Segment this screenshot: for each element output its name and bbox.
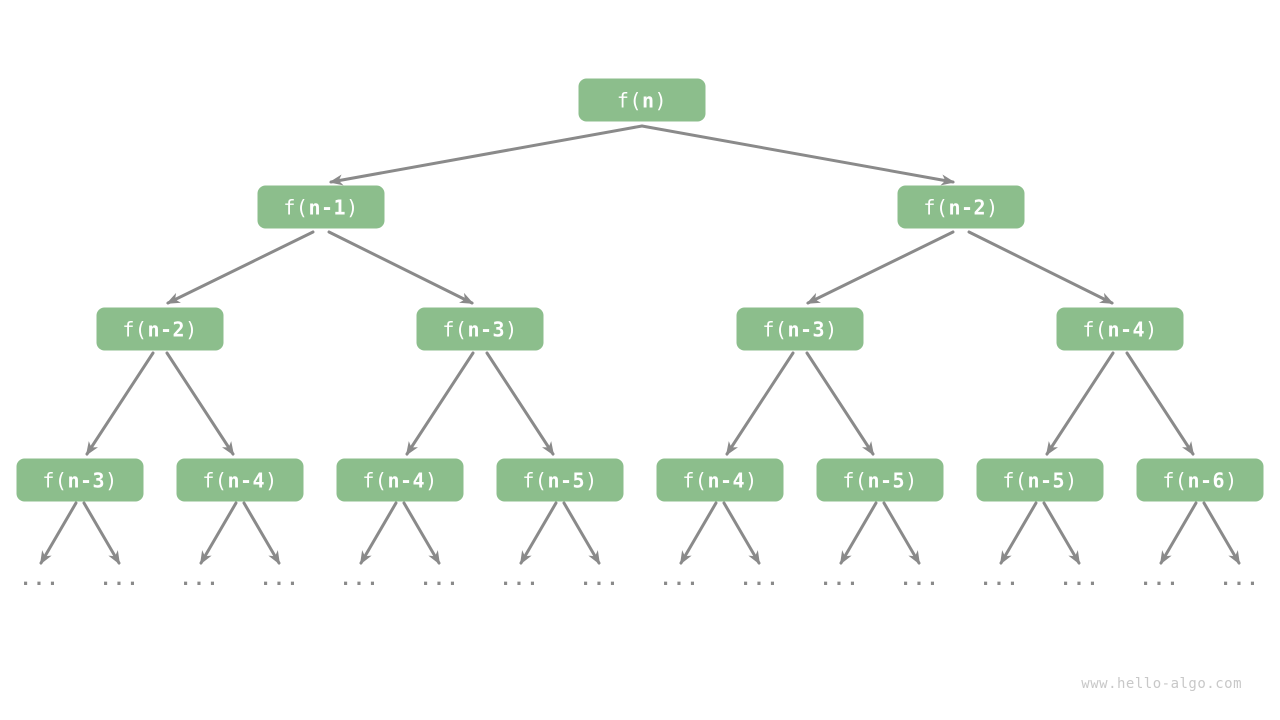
ellipsis-leaf: ... bbox=[259, 568, 301, 590]
label-pre: f( bbox=[923, 195, 949, 219]
tree-node-3-5: f(n-5) bbox=[816, 458, 944, 502]
label-pre: f( bbox=[762, 317, 788, 341]
label-post: ) bbox=[1225, 468, 1238, 492]
label-arg: n-2 bbox=[147, 317, 186, 341]
label-pre: f( bbox=[1082, 317, 1108, 341]
tree-node-3-1: f(n-4) bbox=[176, 458, 304, 502]
tree-node-2-3: f(n-4) bbox=[1056, 307, 1184, 351]
tree-node-0-0: f(n) bbox=[578, 78, 706, 122]
node-label: f(n-2) bbox=[923, 195, 998, 219]
label-post: ) bbox=[185, 317, 198, 341]
ellipsis-leaf: ... bbox=[99, 568, 141, 590]
tree-node-1-1: f(n-2) bbox=[897, 185, 1025, 229]
ellipsis-leaf: ... bbox=[1219, 568, 1261, 590]
tree-node-3-4: f(n-4) bbox=[656, 458, 784, 502]
label-post: ) bbox=[1065, 468, 1078, 492]
tree-node-3-7: f(n-6) bbox=[1136, 458, 1264, 502]
ellipsis-leaf: ... bbox=[499, 568, 541, 590]
label-pre: f( bbox=[1162, 468, 1188, 492]
label-post: ) bbox=[825, 317, 838, 341]
label-post: ) bbox=[105, 468, 118, 492]
label-arg: n-6 bbox=[1187, 468, 1226, 492]
label-arg: n-4 bbox=[227, 468, 266, 492]
ellipsis-leaf: ... bbox=[659, 568, 701, 590]
label-post: ) bbox=[505, 317, 518, 341]
label-post: ) bbox=[265, 468, 278, 492]
tree-node-3-3: f(n-5) bbox=[496, 458, 624, 502]
tree-node-3-0: f(n-3) bbox=[16, 458, 144, 502]
tree-node-1-0: f(n-1) bbox=[257, 185, 385, 229]
label-post: ) bbox=[986, 195, 999, 219]
ellipsis-leaf: ... bbox=[19, 568, 61, 590]
label-pre: f( bbox=[1002, 468, 1028, 492]
tree-node-2-0: f(n-2) bbox=[96, 307, 224, 351]
label-pre: f( bbox=[442, 317, 468, 341]
ellipsis-leaf: ... bbox=[899, 568, 941, 590]
node-label: f(n-3) bbox=[762, 317, 837, 341]
label-post: ) bbox=[745, 468, 758, 492]
ellipsis-leaf: ... bbox=[1139, 568, 1181, 590]
label-pre: f( bbox=[682, 468, 708, 492]
node-label: f(n-3) bbox=[42, 468, 117, 492]
ellipsis-leaf: ... bbox=[979, 568, 1021, 590]
node-label: f(n-2) bbox=[122, 317, 197, 341]
label-pre: f( bbox=[616, 88, 642, 112]
tree-node-2-2: f(n-3) bbox=[736, 307, 864, 351]
ellipsis-leaf: ... bbox=[1059, 568, 1101, 590]
ellipsis-leaf: ... bbox=[579, 568, 621, 590]
label-arg: n-4 bbox=[707, 468, 746, 492]
node-label: f(n-4) bbox=[202, 468, 277, 492]
node-label: f(n-4) bbox=[1082, 317, 1157, 341]
label-arg: n-2 bbox=[948, 195, 987, 219]
label-post: ) bbox=[654, 88, 668, 112]
node-label: f(n-3) bbox=[442, 317, 517, 341]
label-pre: f( bbox=[283, 195, 309, 219]
node-label: f(n-5) bbox=[842, 468, 917, 492]
label-arg: n-5 bbox=[867, 468, 906, 492]
ellipsis-leaf: ... bbox=[739, 568, 781, 590]
ellipsis-leaf: ... bbox=[819, 568, 861, 590]
node-label: f(n-5) bbox=[1002, 468, 1077, 492]
label-post: ) bbox=[425, 468, 438, 492]
node-label: f(n-4) bbox=[682, 468, 757, 492]
label-post: ) bbox=[346, 195, 359, 219]
node-label: f(n) bbox=[617, 88, 667, 112]
label-post: ) bbox=[585, 468, 598, 492]
watermark: www.hello-algo.com bbox=[1081, 676, 1242, 692]
label-post: ) bbox=[1145, 317, 1158, 341]
label-arg: n-4 bbox=[387, 468, 426, 492]
node-label: f(n-6) bbox=[1162, 468, 1237, 492]
label-post: ) bbox=[905, 468, 918, 492]
ellipsis-leaf: ... bbox=[179, 568, 221, 590]
label-pre: f( bbox=[42, 468, 68, 492]
label-pre: f( bbox=[202, 468, 228, 492]
label-pre: f( bbox=[122, 317, 148, 341]
label-arg: n-3 bbox=[787, 317, 826, 341]
label-pre: f( bbox=[842, 468, 868, 492]
ellipsis-leaf: ... bbox=[419, 568, 461, 590]
label-pre: f( bbox=[362, 468, 388, 492]
label-pre: f( bbox=[522, 468, 548, 492]
tree-node-3-6: f(n-5) bbox=[976, 458, 1104, 502]
tree-node-3-2: f(n-4) bbox=[336, 458, 464, 502]
label-arg: n-5 bbox=[1027, 468, 1066, 492]
node-label: f(n-4) bbox=[362, 468, 437, 492]
label-arg: n bbox=[642, 88, 655, 112]
node-label: f(n-1) bbox=[283, 195, 358, 219]
label-arg: n-3 bbox=[67, 468, 106, 492]
tree-node-2-1: f(n-3) bbox=[416, 307, 544, 351]
node-label: f(n-5) bbox=[522, 468, 597, 492]
label-arg: n-1 bbox=[308, 195, 347, 219]
label-arg: n-5 bbox=[547, 468, 586, 492]
label-arg: n-3 bbox=[467, 317, 506, 341]
ellipsis-leaf: ... bbox=[339, 568, 381, 590]
label-arg: n-4 bbox=[1107, 317, 1146, 341]
